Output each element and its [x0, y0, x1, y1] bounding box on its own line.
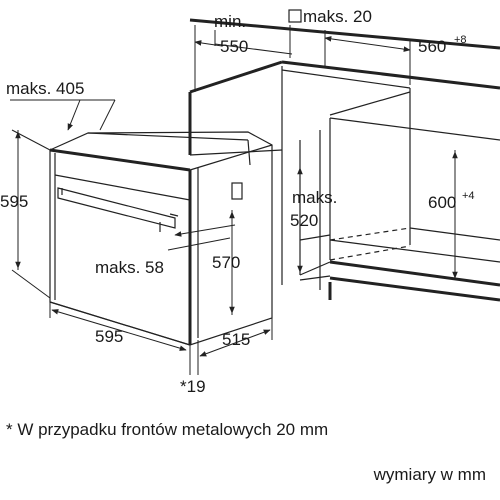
cabinet-outline — [188, 18, 500, 302]
label-560-tolerance: +8 — [454, 34, 467, 46]
label-560: 560 — [418, 37, 446, 56]
dimension-lines — [10, 25, 458, 375]
label-570: 570 — [212, 253, 240, 272]
label-maks-405: maks. 405 — [6, 79, 84, 98]
square-icon — [288, 9, 302, 23]
label-maks: maks. — [292, 188, 337, 207]
label-600: 600 — [428, 193, 456, 212]
hinge-bracket-icon — [231, 182, 243, 200]
oven-handle — [57, 187, 176, 229]
label-maks-20: maks. 20 — [303, 7, 372, 26]
label-19: *19 — [180, 377, 206, 396]
label-520: 520 — [290, 211, 318, 230]
dimension-labels: min. maks. 20 550 560 +8 maks. 405 595 m… — [0, 7, 475, 396]
label-min: min. — [214, 12, 246, 31]
label-550: 550 — [220, 37, 248, 56]
label-595-height: 595 — [0, 192, 28, 211]
label-maks-58: maks. 58 — [95, 258, 164, 277]
label-515: 515 — [222, 330, 250, 349]
oven — [49, 131, 273, 346]
units-note: wymiary w mm — [373, 465, 486, 484]
label-600-tolerance: +4 — [462, 190, 475, 202]
label-595-width: 595 — [95, 327, 123, 346]
footnote-text: * W przypadku frontów metalowych 20 mm — [6, 420, 329, 439]
